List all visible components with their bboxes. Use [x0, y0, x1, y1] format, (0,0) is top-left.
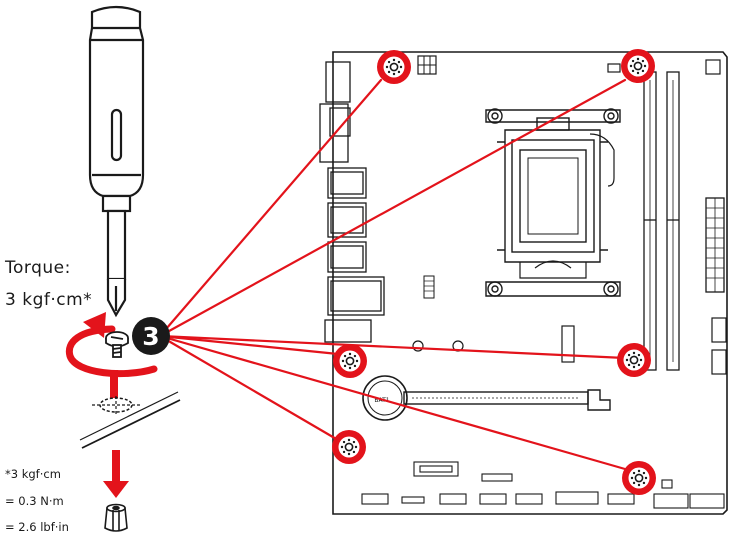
down-arrow-icon [103, 450, 129, 498]
mounting-hole-icon [332, 430, 366, 464]
standoff-icon [105, 505, 127, 532]
mounting-hole-icon [621, 49, 655, 83]
alignment-marker [110, 370, 118, 398]
mounting-hole-icon [333, 344, 367, 378]
mounting-hole-icon [622, 461, 656, 495]
conversion-nm: = 0.3 N·m [5, 494, 64, 508]
torque-value: 3 kgf·cm* [5, 290, 92, 310]
screwdriver-icon [90, 7, 143, 315]
step-badge: 3 [132, 317, 170, 355]
mounting-hole-icon [377, 50, 411, 84]
screw-icon [106, 332, 128, 357]
mounting-hole-icon [617, 343, 651, 377]
conversion-kgf: *3 kgf·cm [5, 467, 61, 481]
torque-label: Torque: [5, 258, 71, 278]
conversion-lbf: = 2.6 lbf·in [5, 520, 69, 534]
motherboard [320, 52, 727, 514]
mounting-plate [80, 392, 180, 448]
step-number: 3 [142, 322, 159, 351]
